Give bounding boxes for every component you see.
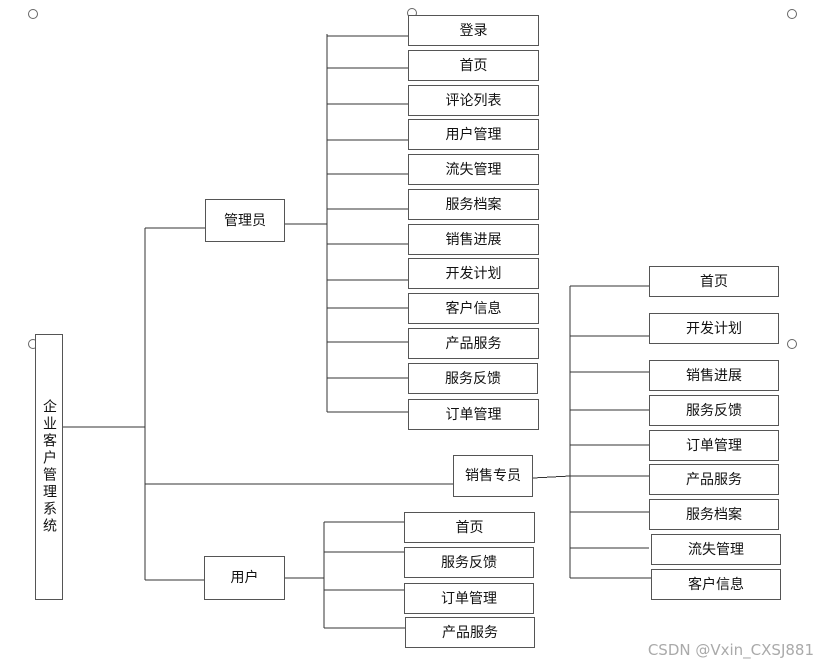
admin-item: 客户信息 xyxy=(408,293,539,324)
admin-node: 管理员 xyxy=(205,199,285,242)
user-item: 首页 xyxy=(404,512,535,543)
user-node: 用户 xyxy=(204,556,285,600)
selection-handle-icon[interactable] xyxy=(787,9,797,19)
user-item: 服务反馈 xyxy=(404,547,534,578)
sales-item: 首页 xyxy=(649,266,779,297)
sales-item: 订单管理 xyxy=(649,430,779,461)
admin-item: 订单管理 xyxy=(408,399,539,430)
sales-item: 流失管理 xyxy=(651,534,781,565)
admin-item: 服务档案 xyxy=(408,189,539,220)
sales-item: 开发计划 xyxy=(649,313,779,344)
user-item: 订单管理 xyxy=(404,583,534,614)
admin-item: 用户管理 xyxy=(408,119,539,150)
admin-item: 登录 xyxy=(408,15,539,46)
admin-item: 服务反馈 xyxy=(408,363,538,394)
root-node: 企业客户管理系统 xyxy=(35,334,63,600)
user-item: 产品服务 xyxy=(405,617,535,648)
selection-handle-icon[interactable] xyxy=(787,339,797,349)
admin-item: 首页 xyxy=(408,50,539,81)
admin-item: 产品服务 xyxy=(408,328,539,359)
sales-node: 销售专员 xyxy=(453,455,533,497)
watermark: CSDN @Vxin_CXSJ881 xyxy=(647,641,814,659)
sales-item: 服务档案 xyxy=(649,499,779,530)
sales-item: 销售进展 xyxy=(649,360,779,391)
admin-item: 流失管理 xyxy=(408,154,539,185)
admin-item: 开发计划 xyxy=(408,258,539,289)
selection-handle-icon[interactable] xyxy=(28,9,38,19)
sales-item: 产品服务 xyxy=(649,464,779,495)
admin-item: 销售进展 xyxy=(408,224,539,255)
admin-item: 评论列表 xyxy=(408,85,539,116)
sales-item: 客户信息 xyxy=(651,569,781,600)
sales-item: 服务反馈 xyxy=(649,395,779,426)
